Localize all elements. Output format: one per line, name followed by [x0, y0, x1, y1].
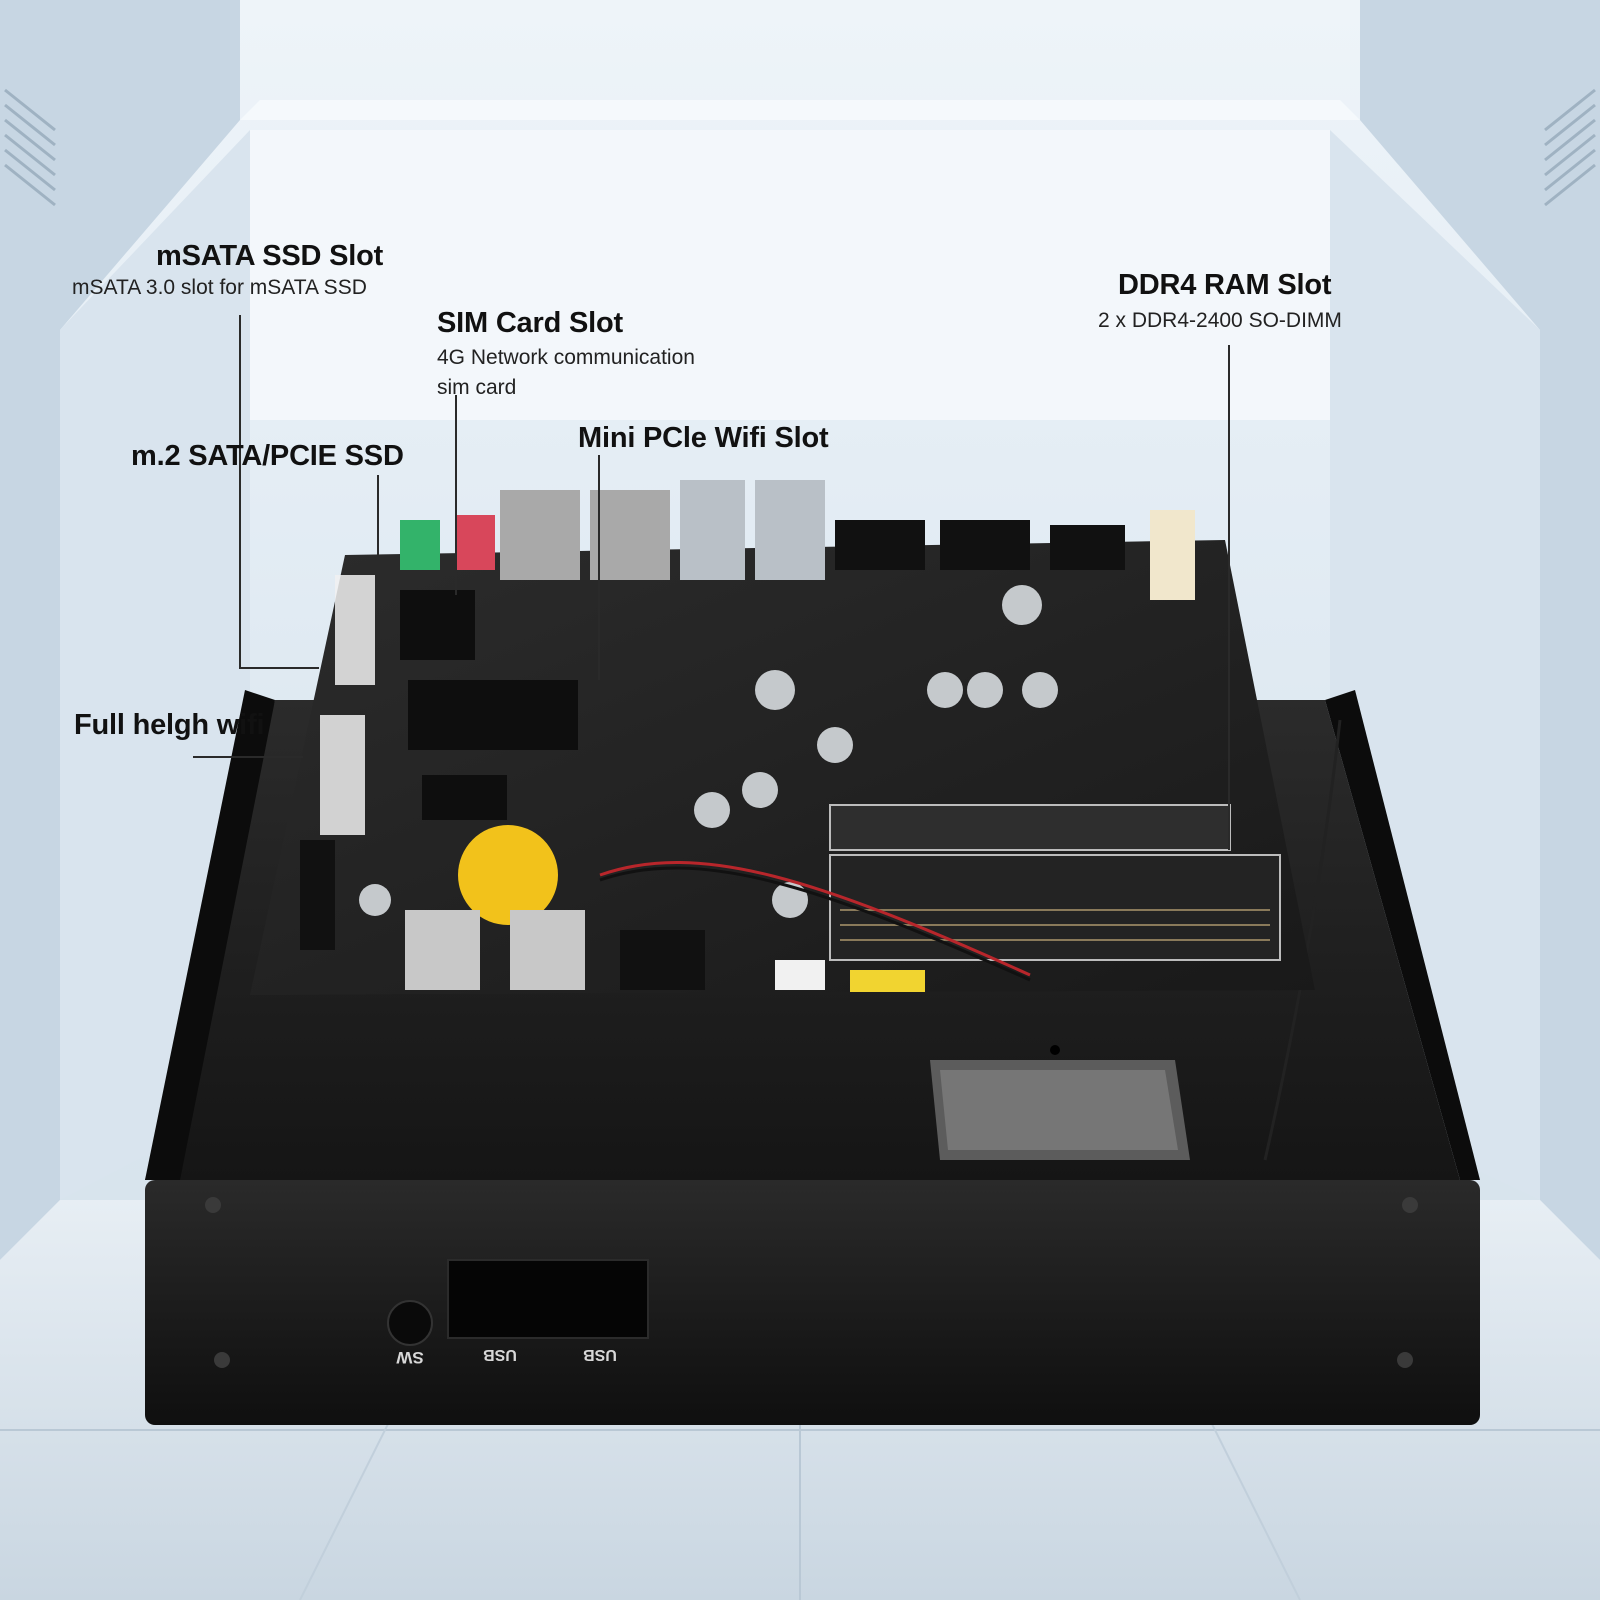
front-usb-window: [447, 1259, 649, 1339]
msata-subtitle: mSATA 3.0 slot for mSATA SSD: [72, 276, 367, 299]
minipcie-leader: [598, 455, 600, 680]
sim-subtitle-2: sim card: [437, 376, 517, 399]
board-components: [300, 575, 1281, 992]
m2-title: m.2 SATA/PCIE SSD: [131, 440, 404, 472]
msata-title: mSATA SSD Slot: [156, 240, 384, 272]
minipcie-title: Mini PCle Wifi Slot: [578, 422, 829, 454]
msata-leader-v: [239, 315, 241, 668]
usb-label-2: USB: [583, 1346, 617, 1363]
front-panel: SW USB USB: [145, 1180, 1480, 1425]
ddr4-subtitle: 2 x DDR4-2400 SO-DIMM: [1098, 309, 1342, 332]
power-switch: [387, 1300, 433, 1346]
m2-leader: [377, 475, 379, 580]
wall-vents: [4, 88, 1596, 207]
usb-label-1: USB: [483, 1346, 517, 1363]
rear-io-ports: [400, 480, 1195, 600]
msata-leader-h: [239, 667, 319, 669]
motherboard: [250, 480, 1315, 995]
fullwifi-leader: [193, 756, 303, 758]
sim-leader: [455, 395, 457, 595]
fullwifi-title: Full helgh wifi: [74, 709, 265, 741]
sw-label: SW: [395, 1348, 423, 1367]
sim-title: SIM Card Slot: [437, 307, 623, 339]
sim-subtitle-1: 4G Network communication: [437, 346, 695, 369]
ddr4-leader: [1228, 345, 1230, 850]
ddr4-title: DDR4 RAM Slot: [1118, 269, 1332, 301]
